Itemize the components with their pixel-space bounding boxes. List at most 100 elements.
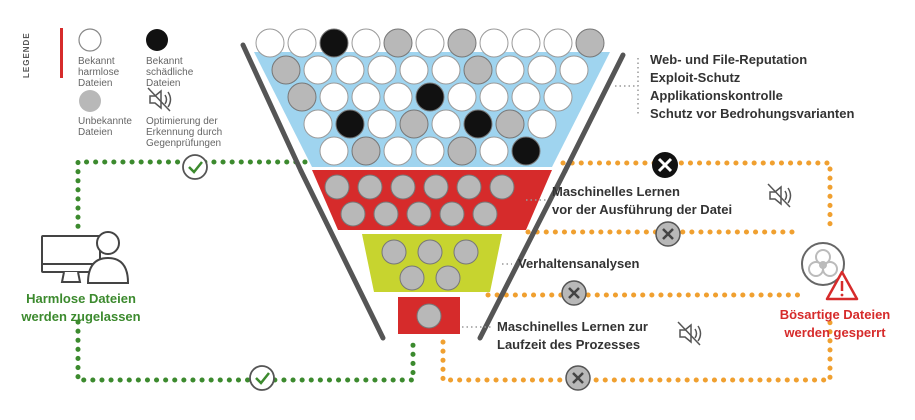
file-ball [303,109,333,139]
blocked-outcome-line: Bösartige Dateien [779,307,891,322]
file-ball [463,109,493,139]
allowed-outcome-line: Harmlose Dateien [26,291,136,306]
file-ball [543,28,573,58]
legend-malicious-label: Bekannt schädliche Dateien [146,56,194,89]
allowed-outcome: Harmlose Dateien werden zugelassen [6,290,156,326]
file-ball [351,82,381,112]
stage-top-labels: Web- und File-Reputation Exploit-Schutz … [650,51,854,123]
cross-icon [561,280,587,306]
file-ball [319,82,349,112]
stage-top-line: Web- und File-Reputation [650,52,808,67]
leader-lines [462,58,639,328]
file-ball [381,239,407,265]
file-ball [390,174,416,200]
legend-unknown-ball [79,90,101,112]
file-ball [495,55,525,85]
stage-ml-pre-line: Maschinelles Lernen [552,184,680,199]
file-ball [447,82,477,112]
file-ball [431,55,461,85]
file-ball [415,82,445,112]
file-ball [383,136,413,166]
legend-harmless-ball [78,28,102,52]
stage-ml-runtime-line: Maschinelles Lernen zur [497,319,648,334]
file-ball [399,109,429,139]
cross-icon [652,152,678,178]
file-ball [416,303,442,329]
file-ball [255,28,285,58]
file-ball [367,109,397,139]
stage-ml-pre-line: vor der Ausführung der Datei [552,202,733,217]
file-ball [415,28,445,58]
file-ball [431,109,461,139]
file-ball [456,174,482,200]
file-ball [399,55,429,85]
file-ball [453,239,479,265]
file-ball [351,28,381,58]
funnel-walls [240,42,626,341]
user-icon [86,231,130,284]
file-ball [340,201,366,227]
monitor-icon [41,235,101,283]
file-ball [527,109,557,139]
blocked-outcome: Bösartige Dateien werden gesperrt [760,306,910,342]
mute-icon [767,183,792,208]
check-icon [249,365,275,391]
legend-malicious-ball [146,29,168,51]
file-ball [319,136,349,166]
file-ball [357,174,383,200]
file-ball [271,55,301,85]
stage-top-line: Applikationskontrolle [650,88,783,103]
file-ball [324,174,350,200]
file-ball [479,28,509,58]
legend-unknown-label: Unbekannte Dateien [78,116,132,138]
stage-top-line: Exploit-Schutz [650,70,741,85]
file-ball [511,82,541,112]
file-ball [511,28,541,58]
file-ball [559,55,589,85]
file-ball [435,265,461,291]
file-ball [495,109,525,139]
file-ball [351,136,381,166]
file-ball [472,201,498,227]
file-ball [303,55,333,85]
file-ball [463,55,493,85]
file-ball [447,136,477,166]
file-ball [511,136,541,166]
stage-behavior-label: Verhaltensanalysen [518,256,640,271]
biohazard-icon [801,242,845,286]
file-ball [479,136,509,166]
file-ball [423,174,449,200]
file-ball [399,265,425,291]
file-ball [527,55,557,85]
warning-icon [825,270,859,301]
cross-icon [655,221,681,247]
file-ball [543,82,573,112]
file-ball [287,28,317,58]
file-ball [417,239,443,265]
allowed-path [75,159,416,383]
blocked-outcome-line: werden gesperrt [784,325,886,340]
allowed-outcome-line: werden zugelassen [21,309,141,324]
file-ball [319,28,349,58]
check-icon [182,154,208,180]
file-ball [335,109,365,139]
file-ball [447,28,477,58]
legend-harmless-label: Bekannt harmlose Dateien [78,56,120,89]
legend-divider [60,28,63,78]
file-ball [479,82,509,112]
file-ball [287,82,317,112]
file-ball [373,201,399,227]
cross-icon [565,365,591,391]
balls-lower-stages [324,174,515,329]
legend-optimization-label: Optimierung der Erkennung durch Gegenprü… [146,116,223,149]
file-ball [415,136,445,166]
file-ball [406,201,432,227]
stage-ml-runtime-label: Maschinelles Lernen zur Laufzeit des Pro… [497,318,648,354]
legend-title: LEGENDE [22,32,31,78]
file-ball [383,82,413,112]
mute-icon [677,321,702,346]
stage-top-line: Schutz vor Bedrohungsvarianten [650,106,855,121]
stage-ml-runtime-line: Laufzeit des Prozesses [497,337,641,352]
file-ball [439,201,465,227]
